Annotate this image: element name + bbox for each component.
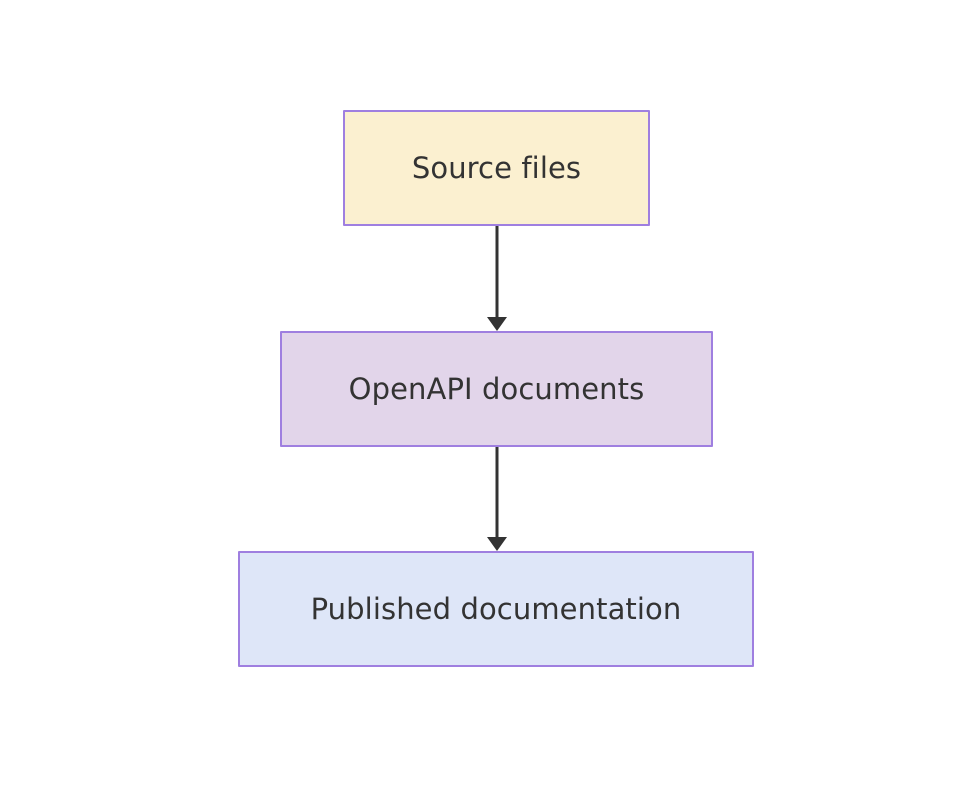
edge-openapi-to-published bbox=[487, 447, 507, 551]
edge-source-to-openapi bbox=[487, 226, 507, 331]
edge-openapi-to-published-arrowhead bbox=[487, 537, 507, 551]
flowchart-node-openapi-documents[interactable]: OpenAPI documents bbox=[280, 331, 713, 447]
flowchart-node-published-documentation[interactable]: Published documentation bbox=[238, 551, 754, 667]
flowchart-node-published-documentation-label: Published documentation bbox=[310, 591, 682, 626]
flowchart-node-source-files-label: Source files bbox=[411, 150, 582, 185]
flowchart-node-source-files[interactable]: Source files bbox=[343, 110, 650, 226]
flowchart-node-openapi-documents-label: OpenAPI documents bbox=[348, 371, 645, 406]
edge-source-to-openapi-arrowhead bbox=[487, 317, 507, 331]
